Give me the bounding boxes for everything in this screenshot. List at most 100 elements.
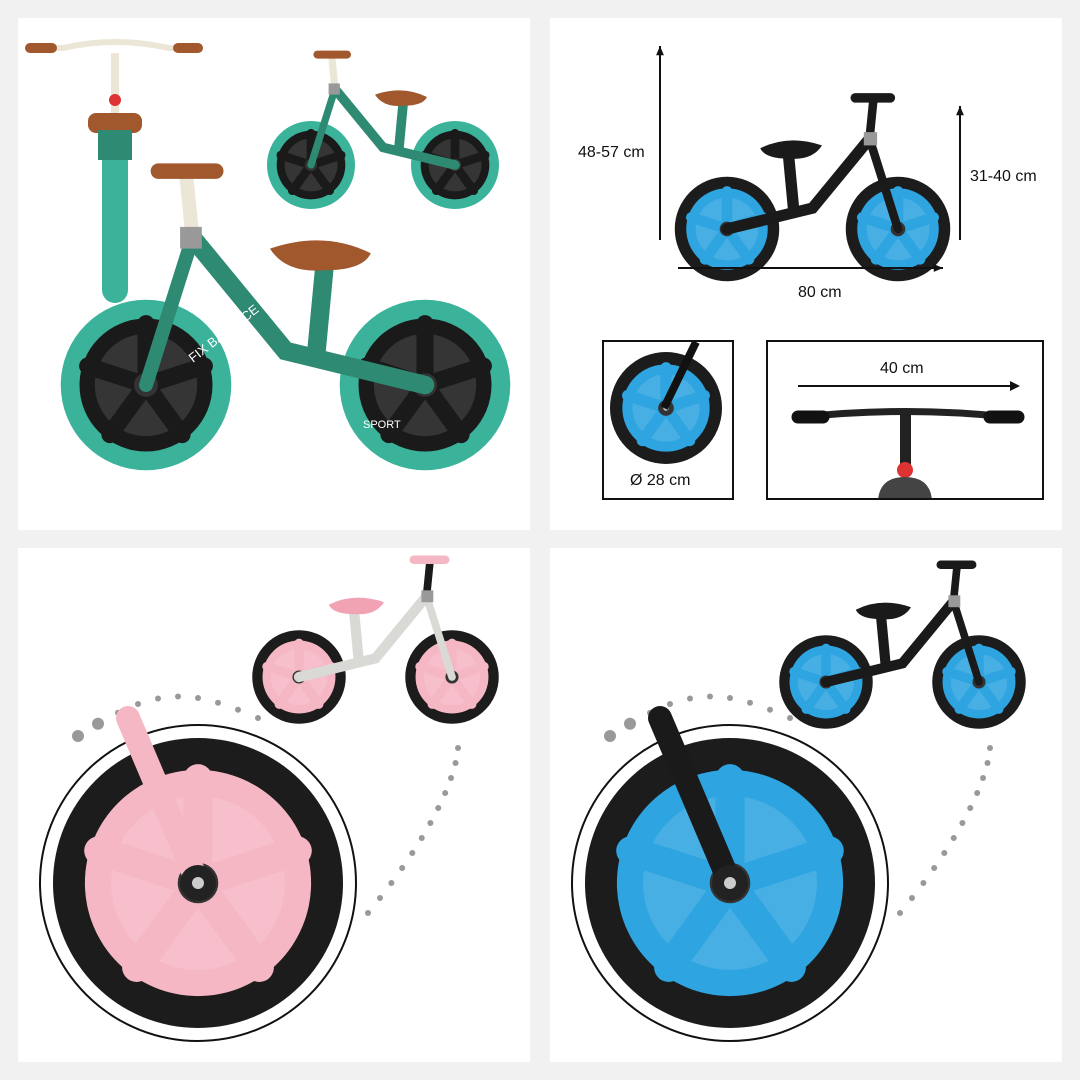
wheel-detail xyxy=(610,342,722,464)
handlebar-width-label: 40 cm xyxy=(880,360,924,377)
head-clamp xyxy=(180,226,202,249)
dot xyxy=(931,865,938,871)
frame-downtube xyxy=(183,228,435,395)
pink-bike-detail xyxy=(39,555,499,1042)
head-clamp xyxy=(328,83,340,95)
head-tube xyxy=(878,477,932,498)
seat-tube xyxy=(783,152,800,214)
dot xyxy=(767,706,773,713)
dot xyxy=(365,910,371,916)
dot xyxy=(604,730,616,742)
dot xyxy=(747,699,753,706)
big-axle xyxy=(724,877,736,889)
front-fork xyxy=(865,134,903,234)
dot xyxy=(707,693,713,700)
seat-height-label: 31-40 cm xyxy=(970,168,1037,185)
small-bike xyxy=(252,555,499,724)
dot xyxy=(195,695,201,702)
head-clamp xyxy=(948,595,961,608)
dot xyxy=(984,760,991,766)
dot xyxy=(687,695,693,702)
big-axle xyxy=(192,877,204,889)
three-quarter-bike xyxy=(267,50,499,209)
length-arrow-head xyxy=(933,264,943,272)
handlebar-arrow-head xyxy=(1010,381,1020,391)
front-view-tire xyxy=(102,138,128,303)
frame-downtube xyxy=(330,84,460,170)
seat-tube xyxy=(876,613,891,669)
front-fork xyxy=(139,230,200,392)
front-view-bike xyxy=(25,39,203,303)
seat-height-arrow-head xyxy=(956,106,964,116)
dot xyxy=(950,835,957,841)
seat-tube xyxy=(307,259,334,361)
seat-tube xyxy=(394,100,408,153)
seat-tube xyxy=(349,608,364,664)
head-clamp xyxy=(863,132,878,146)
dot xyxy=(235,706,241,713)
dot xyxy=(452,760,459,766)
front-fork xyxy=(422,592,456,681)
dot xyxy=(967,805,974,811)
frame-downtube xyxy=(293,591,432,683)
seat xyxy=(760,140,822,159)
dot xyxy=(409,850,416,856)
front-fork xyxy=(307,85,339,169)
height-label: 48-57 cm xyxy=(578,144,645,161)
head-clamp xyxy=(421,590,434,603)
wheel-size-label: Ø 28 cm xyxy=(630,472,691,489)
dot xyxy=(667,701,673,708)
panel-pink-bike xyxy=(18,548,530,1062)
big-fork xyxy=(116,706,210,895)
dot xyxy=(215,699,221,706)
stem-post xyxy=(900,414,911,474)
dot xyxy=(974,790,981,796)
side-view-bike xyxy=(60,163,511,471)
height-arrow-head xyxy=(656,46,664,56)
dot xyxy=(388,880,395,886)
dot xyxy=(787,715,793,721)
seat xyxy=(375,90,427,106)
dot xyxy=(727,695,733,702)
big-fork xyxy=(648,706,742,895)
front-view-handlebar xyxy=(33,39,196,51)
wheel-size-box: Ø 28 cm xyxy=(602,340,734,500)
front-view-seat xyxy=(88,113,142,133)
dot xyxy=(941,850,948,856)
dot xyxy=(920,880,927,886)
seat xyxy=(270,240,371,271)
dot xyxy=(427,820,434,826)
reflector xyxy=(897,462,913,478)
handlebar-width-box: 40 cm xyxy=(766,340,1044,500)
dot xyxy=(399,865,406,871)
dot xyxy=(255,715,261,721)
dot xyxy=(435,805,442,811)
dot xyxy=(448,775,455,781)
frame-downtube xyxy=(820,596,959,688)
handlebar-detail xyxy=(791,381,1025,498)
front-wheel xyxy=(405,630,499,724)
frame-downtube xyxy=(721,133,876,235)
dot xyxy=(155,695,161,702)
sport-text: SPORT xyxy=(363,419,401,431)
dot xyxy=(135,701,141,708)
dot xyxy=(72,730,84,742)
dot xyxy=(897,910,903,916)
dot xyxy=(442,790,449,796)
dimension-bike xyxy=(656,46,964,282)
front-fork xyxy=(949,597,983,686)
dot xyxy=(455,745,461,751)
blue-bike-detail xyxy=(571,560,1026,1042)
dimension-bike-drawing xyxy=(674,93,951,282)
small-bike xyxy=(779,560,1026,729)
dot xyxy=(624,717,636,730)
seat xyxy=(855,602,911,620)
panel-black-blue-bike xyxy=(550,548,1062,1062)
dot xyxy=(418,835,425,841)
dot xyxy=(908,895,915,901)
dot xyxy=(980,775,987,781)
dot xyxy=(987,745,993,751)
dot xyxy=(175,693,181,700)
